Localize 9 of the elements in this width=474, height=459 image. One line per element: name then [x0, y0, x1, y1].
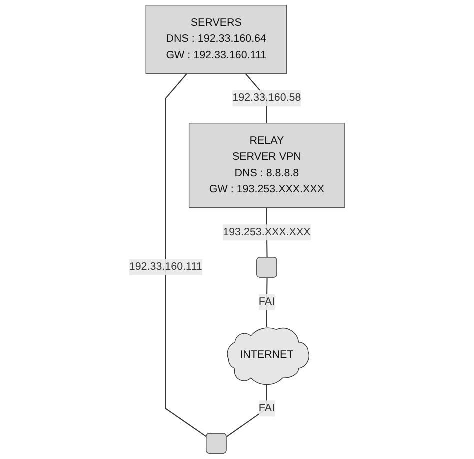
- connector: [226, 384, 268, 438]
- connector: [165, 73, 207, 438]
- edge-label: FAI: [258, 296, 276, 308]
- edge-label: 192.33.160.58: [232, 92, 302, 104]
- node-box: RELAY SERVER VPN DNS : 8.8.8.8 GW : 193.253.XXX.XXX: [188, 123, 345, 208]
- edge-label: 192.33.160.111: [129, 261, 202, 273]
- edge-label: FAI: [258, 402, 276, 414]
- node-box: SERVERS DNS : 192.33.160.64 GW : 192.33.160.111: [146, 5, 288, 74]
- edge-label: 193.253.XXX.XXX: [223, 226, 311, 238]
